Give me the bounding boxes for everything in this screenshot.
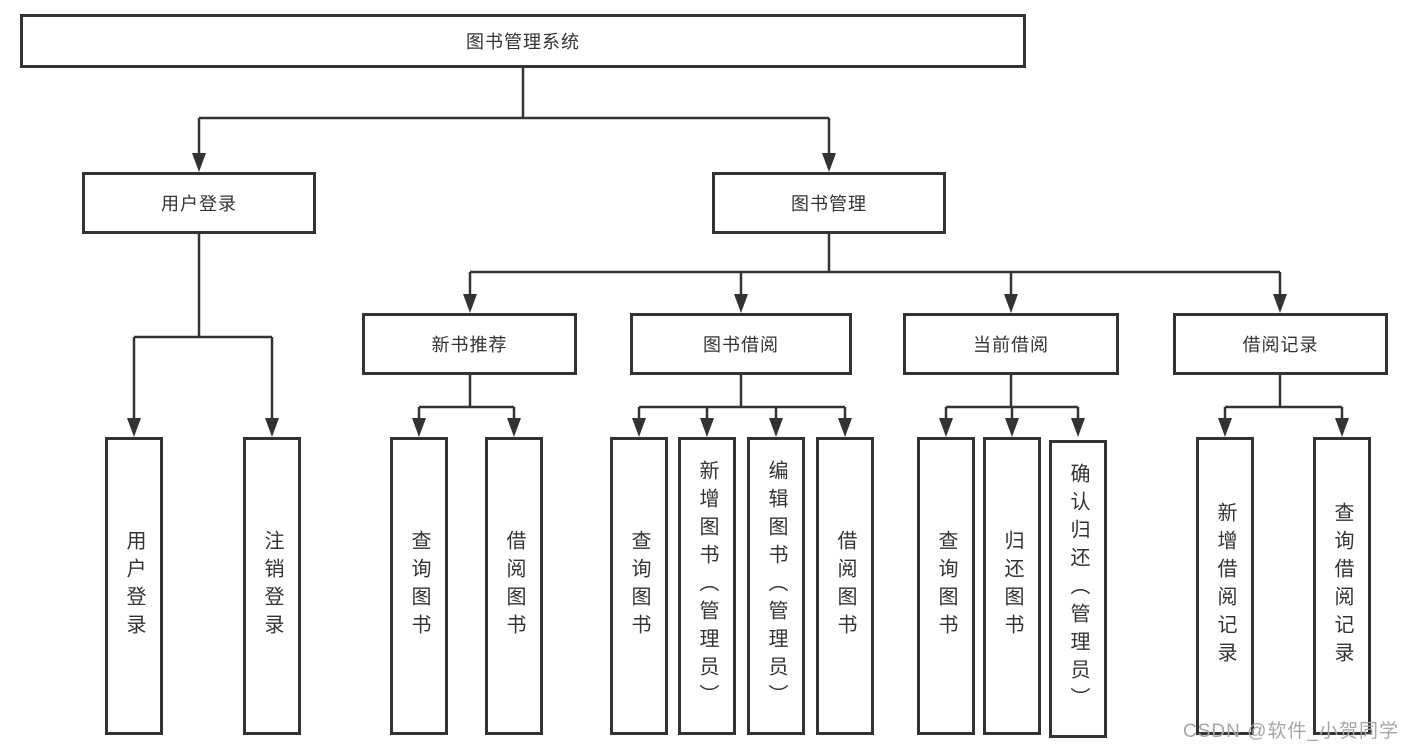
leaf-borrow-add-books-admin: 新增图书（管理员） (678, 437, 736, 735)
node-new-book-recommend: 新书推荐 (362, 313, 577, 375)
node-root: 图书管理系统 (20, 14, 1026, 68)
node-current-borrow: 当前借阅 (903, 313, 1119, 375)
leaf-current-return-books: 归还图书 (983, 437, 1041, 735)
leaf-newbook-borrow-books: 借阅图书 (485, 437, 543, 735)
leaf-user-login: 用户登录 (105, 437, 163, 735)
leaf-logout: 注销登录 (243, 437, 301, 735)
leaf-current-confirm-return-admin: 确认归还（管理员） (1049, 440, 1107, 738)
leaf-current-query-books: 查询图书 (917, 437, 975, 735)
leaf-newbook-query-books: 查询图书 (390, 437, 448, 735)
node-book-borrow: 图书借阅 (630, 313, 852, 375)
leaf-borrow-borrow-books: 借阅图书 (816, 437, 874, 735)
node-borrow-records: 借阅记录 (1173, 313, 1388, 375)
node-user-login: 用户登录 (82, 172, 316, 234)
csdn-watermark: CSDN @软件_小贺同学 (1183, 721, 1399, 742)
leaf-borrow-query-books: 查询图书 (610, 437, 668, 735)
leaf-records-query-record: 查询借阅记录 (1313, 437, 1371, 735)
connector-stems (132, 68, 1344, 421)
leaf-records-add-record: 新增借阅记录 (1196, 437, 1254, 735)
leaf-borrow-edit-books-admin: 编辑图书（管理员） (747, 437, 805, 735)
node-book-management: 图书管理 (712, 172, 946, 234)
